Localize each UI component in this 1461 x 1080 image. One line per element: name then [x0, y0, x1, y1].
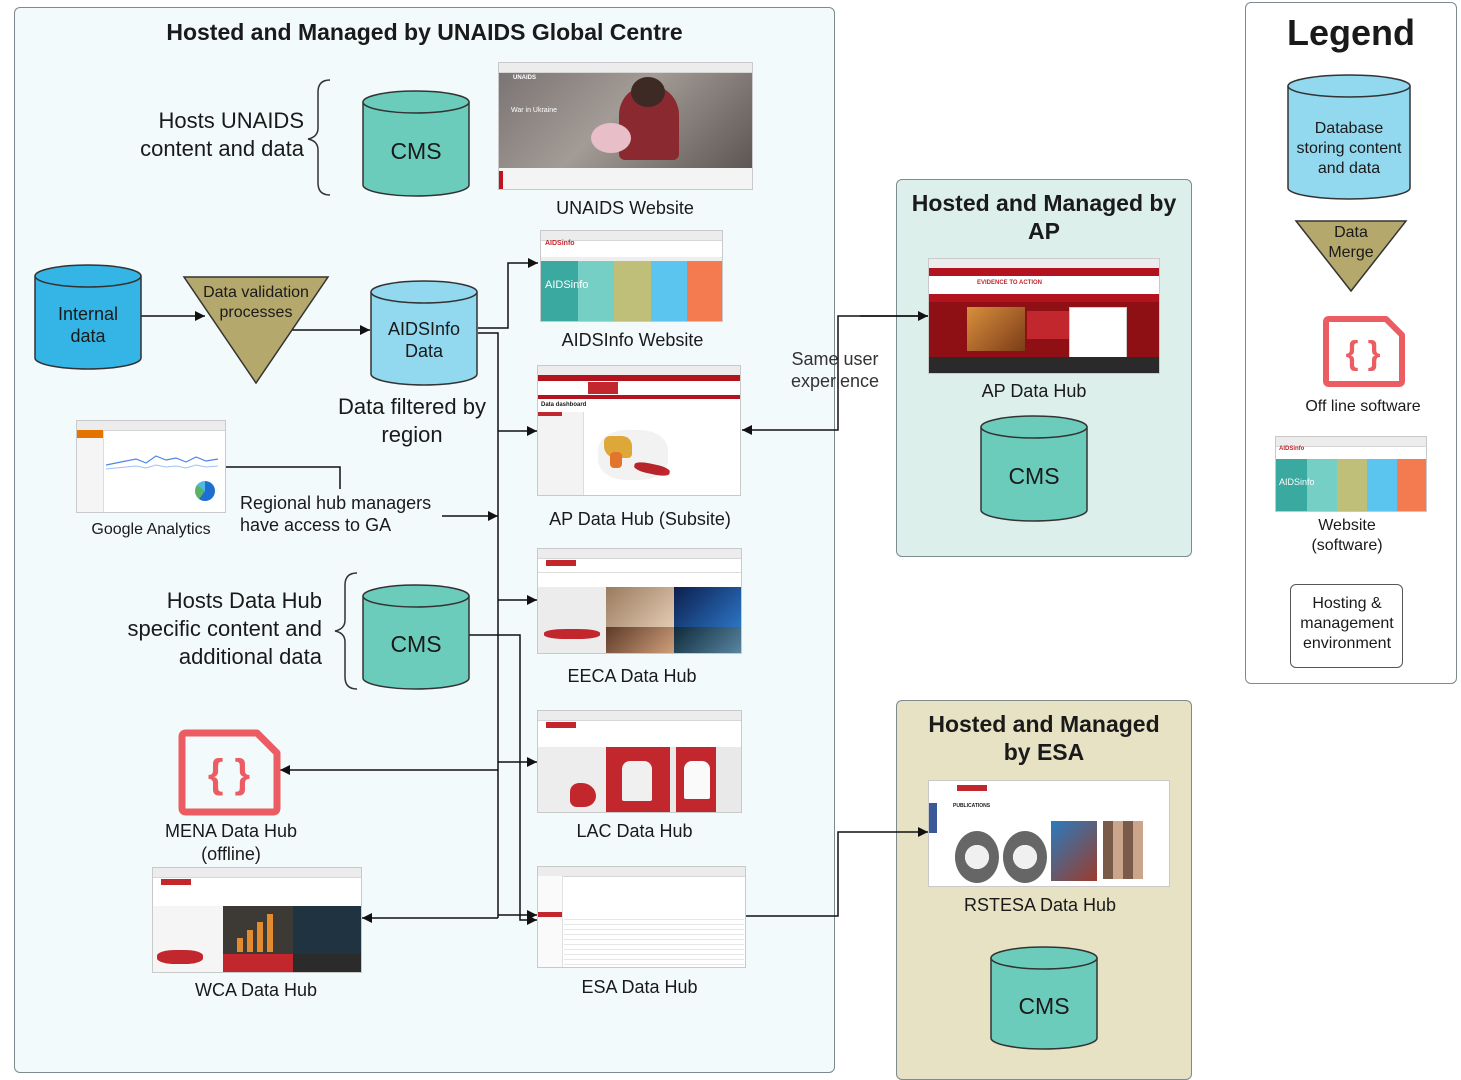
- cms-label-unaids: CMS: [390, 138, 442, 164]
- cms-cylinder-unaids: [362, 90, 470, 197]
- google-analytics-label: Google Analytics: [91, 521, 211, 538]
- ap-data-hub-screenshot: EVIDENCE TO ACTION: [928, 258, 1160, 374]
- curly-braces-icon: { }: [1323, 316, 1405, 387]
- svg-text:{ }: { }: [208, 752, 250, 796]
- ap-subsite-screenshot: Data dashboard: [537, 365, 741, 496]
- aidsinfo-logo: AIDSinfo: [545, 240, 575, 247]
- data-filtered-label: Data filtered by region: [338, 394, 486, 447]
- svg-text:{ }: { }: [1346, 334, 1381, 371]
- ap-panel-title: Hosted and Managed by AP: [911, 190, 1177, 244]
- cms-label-ap: CMS: [1008, 463, 1060, 489]
- wca-label: WCA Data Hub: [194, 980, 318, 1000]
- internal-data-cylinder: [34, 264, 142, 370]
- cms-cylinder-datahub: [362, 584, 470, 690]
- eeca-label: EECA Data Hub: [567, 666, 697, 686]
- aidsinfo-trunk: [478, 332, 499, 918]
- legend-website-label: Website (software): [1311, 517, 1383, 554]
- esa-screenshot: [537, 866, 746, 968]
- aidsinfo-website-label: AIDSInfo Website: [561, 330, 704, 350]
- lac-screenshot: [537, 710, 742, 813]
- ap-subsite-label: AP Data Hub (Subsite): [549, 509, 731, 529]
- legend-database-cylinder: [1287, 74, 1411, 200]
- google-analytics-screenshot: [76, 420, 226, 513]
- cms-cylinder-ap: [980, 415, 1088, 522]
- legend-website-screenshot: AIDSinfo AIDSinfo: [1275, 436, 1427, 512]
- cms-label-esa: CMS: [1018, 993, 1070, 1019]
- aidsinfo-data-label: AIDSInfo Data: [387, 319, 461, 361]
- mena-label: MENA Data Hub (offline): [164, 821, 298, 864]
- cms-label-datahub: CMS: [390, 631, 442, 657]
- aidsinfo-data-cylinder: [370, 280, 478, 386]
- lac-label: LAC Data Hub: [576, 821, 693, 841]
- legend-hosting-label: Hosting & management environment: [1300, 595, 1394, 652]
- data-validation-label: Data validation processes: [203, 284, 309, 321]
- arrow-aidsinfo-to-website: [478, 258, 538, 329]
- curly-braces-icon: { }: [178, 729, 281, 816]
- rstesa-label: RSTESA Data Hub: [963, 895, 1117, 915]
- ukraine-headline: War in Ukraine: [511, 107, 558, 114]
- internal-data-label: Internal data: [57, 304, 119, 346]
- global-centre-title: Hosted and Managed by UNAIDS Global Cent…: [166, 19, 683, 45]
- legend-aidsinfo-logo: AIDSinfo: [1279, 446, 1305, 452]
- data-validation-triangle: [182, 276, 330, 385]
- analytics-chart-icon: [106, 455, 219, 470]
- legend-hosting-box: [1290, 584, 1403, 668]
- legend-merge-label: Data Merge: [1328, 224, 1374, 261]
- legend-merge-triangle: [1294, 220, 1408, 293]
- rstesa-publications: PUBLICATIONS: [953, 803, 991, 809]
- cms-cylinder-esa: [990, 946, 1098, 1050]
- brace-bracket-icon: [307, 79, 331, 196]
- wca-screenshot: [152, 867, 362, 973]
- unaids-website-screenshot: War in Ukraine UNAIDS: [498, 62, 753, 190]
- legend-aidsinfo-banner: AIDSinfo: [1279, 477, 1315, 487]
- same-user-label: Same user experience: [790, 349, 880, 391]
- ap-data-hub-label: AP Data Hub: [981, 381, 1087, 401]
- regional-ga-label: Regional hub managers have access to GA: [240, 493, 432, 535]
- aidsinfo-banner-text: AIDSinfo: [545, 279, 589, 291]
- hosts-unaids-label: Hosts UNAIDS content and data: [140, 108, 304, 161]
- ga-line: [226, 466, 341, 489]
- cms-datahub-line: [468, 634, 537, 925]
- ap-dashboard-title: Data dashboard: [541, 402, 587, 408]
- aidsinfo-website-screenshot: AIDSinfo AIDSinfo: [540, 230, 723, 322]
- analytics-pie-icon: [195, 481, 215, 501]
- evidence-logo: EVIDENCE TO ACTION: [977, 280, 1043, 286]
- unaids-website-label: UNAIDS Website: [556, 198, 694, 218]
- brace-bracket-icon: [334, 572, 358, 690]
- arrow-esa-to-rstesa: [746, 827, 928, 917]
- esa-hub-label: ESA Data Hub: [581, 977, 698, 997]
- eeca-screenshot: [537, 548, 742, 654]
- unaids-logo: UNAIDS: [513, 75, 537, 81]
- esa-panel-title: Hosted and Managed by ESA: [928, 711, 1160, 765]
- legend-title: Legend: [1286, 12, 1415, 53]
- rstesa-screenshot: PUBLICATIONS: [928, 780, 1170, 887]
- legend-database-label: Database storing content and data: [1296, 120, 1402, 177]
- legend-offline-label: Off line software: [1305, 398, 1421, 415]
- hosts-datahub-label: Hosts Data Hub specific content and addi…: [127, 588, 322, 669]
